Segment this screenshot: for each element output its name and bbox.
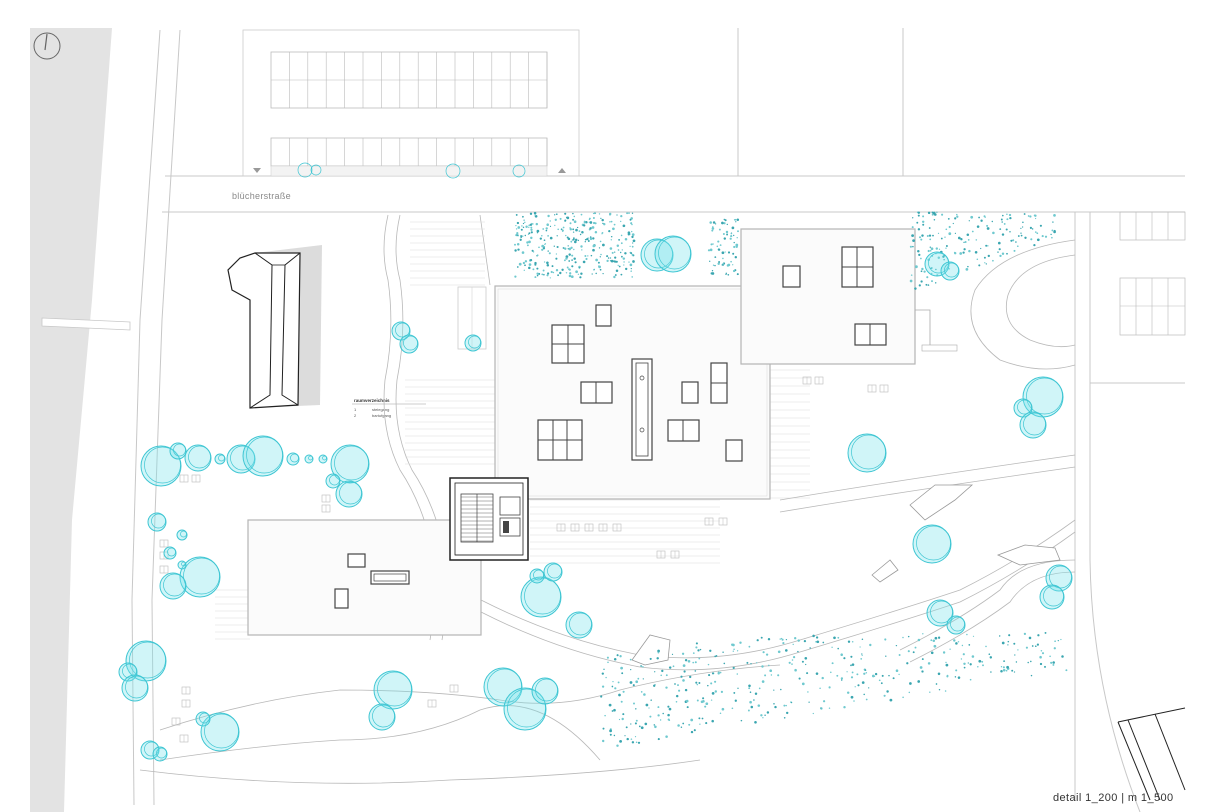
path-loop-outer [970,239,1076,370]
path-east-4 [779,466,1076,513]
river [30,28,112,812]
seating-sculptures [631,484,1061,666]
riverbank-edge [131,29,161,806]
legend-title: raumverzeichnis [354,398,390,403]
path-east-1 [899,559,1076,651]
southwest-building [247,519,482,636]
promenade-edge [151,29,181,806]
river-bridge [41,317,131,331]
path-south-1 [480,519,1076,659]
path-south-2 [480,531,1076,671]
planting-beds [514,211,1068,747]
access-core [449,477,529,561]
north-arrow-icon [33,32,61,60]
historic-building [227,245,322,409]
path-east-3 [779,454,1076,501]
path-south-3 [159,664,781,731]
street-label: blücherstraße [232,191,291,201]
path-south-5 [139,759,701,784]
main-building [494,285,771,500]
legend-label-2: bartufgang [372,413,391,418]
legend-label-1: steiegang [372,407,389,412]
legend-num-2: 2 [354,413,357,418]
path-south-4 [159,705,601,761]
path-loop-inner [1005,254,1076,348]
parking-lot-east [1119,211,1186,336]
northeast-building [740,228,958,365]
parking-lot-north [242,29,580,179]
scale-label: detail 1_200 | m 1_500 [1053,792,1174,804]
room-legend: raumverzeichnis 1 steiegang 2 bartufgang [352,398,426,418]
terrace-hatching [215,221,810,640]
benches [159,376,889,743]
path-east-2 [909,571,1076,663]
trees [118,235,1073,762]
east-road-curve [1089,559,1141,812]
legend-num-1: 1 [354,407,357,412]
corner-structure [1117,707,1186,801]
